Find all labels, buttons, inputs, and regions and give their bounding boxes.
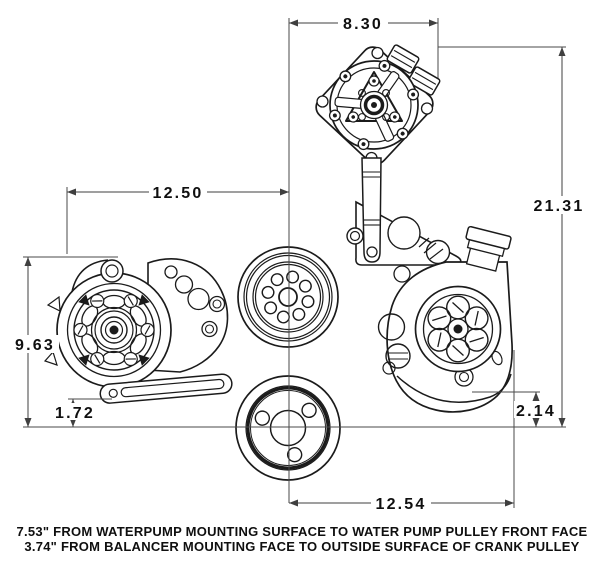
dimension-alternator-offset-label: 1.72 xyxy=(55,405,95,422)
dimension-compressor-width-label: 8.30 xyxy=(343,16,383,33)
water-pump-pulley xyxy=(237,246,339,348)
dimension-lines xyxy=(23,18,566,508)
dimension-alternator-to-center-label: 12.50 xyxy=(152,185,203,202)
dimension-pump-offset-label: 2.14 xyxy=(516,403,556,420)
crank-pulley xyxy=(235,375,341,481)
dimension-labels: 8.30 12.50 21.31 9.63 1.72 2.14 12.54 xyxy=(15,16,584,513)
dimension-overall-height-label: 21.31 xyxy=(533,198,584,215)
power-steering-pump xyxy=(377,225,513,413)
note-balancer-offset: 3.74" FROM BALANCER MOUNTING FACE TO OUT… xyxy=(24,539,579,554)
dimension-label-gaps xyxy=(11,14,587,511)
compressor-bracket xyxy=(346,200,462,266)
dimension-center-to-pump-label: 12.54 xyxy=(375,496,426,513)
compressor-strut xyxy=(361,157,382,263)
note-waterpump-offset: 7.53" FROM WATERPUMP MOUNTING SURFACE TO… xyxy=(17,524,588,539)
drawing-notes: 7.53" FROM WATERPUMP MOUNTING SURFACE TO… xyxy=(17,524,588,554)
alternator-assembly xyxy=(43,258,233,404)
dimension-alternator-height-label: 9.63 xyxy=(15,337,55,354)
ac-compressor-assembly xyxy=(315,44,441,165)
